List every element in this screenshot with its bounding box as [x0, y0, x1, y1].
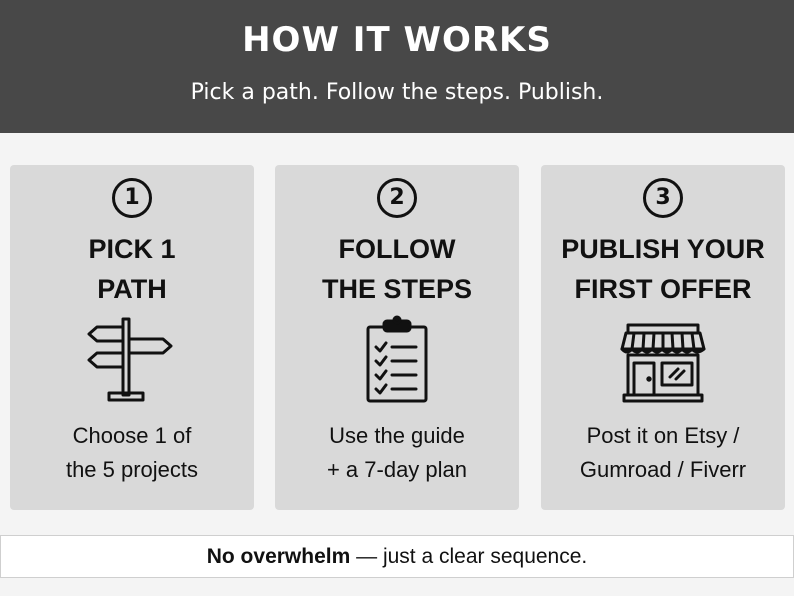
step-description: Choose 1 of the 5 projects	[65, 423, 199, 482]
signpost-icon	[87, 317, 173, 402]
step-number-badge: 3	[643, 178, 683, 218]
page-title: HOW IT WORKS	[242, 20, 552, 60]
storefront-icon	[620, 323, 706, 403]
step-card-1: 1 PICK 1 PATH Choose 1 of the 5 projects	[10, 165, 254, 510]
step-number-badge: 2	[377, 178, 417, 218]
step-card-3: 3 PUBLISH YOUR FIRST OFFER Post it on Et…	[541, 165, 785, 510]
page-subtitle: Pick a path. Follow the steps. Publish.	[190, 80, 604, 105]
footer-text: — just a clear sequence.	[350, 545, 588, 568]
footer-bold-text: No overwhelm	[206, 545, 351, 568]
step-title: PUBLISH YOUR FIRST OFFER	[561, 234, 765, 304]
checklist-clipboard-icon	[366, 315, 428, 403]
step-title: PICK 1 PATH	[88, 234, 176, 304]
step-title: FOLLOW THE STEPS	[321, 234, 473, 304]
step-description: Post it on Etsy / Gumroad / Fiverr	[579, 423, 747, 482]
header-banner: HOW IT WORKS Pick a path. Follow the ste…	[0, 0, 794, 133]
step-description: Use the guide + a 7-day plan	[326, 423, 468, 482]
step-number-badge: 1	[112, 178, 152, 218]
footer-tagline: No overwhelm — just a clear sequence.	[0, 535, 794, 578]
step-card-2: 2 FOLLOW THE STEPS Use the guide + a 7-d…	[275, 165, 519, 510]
